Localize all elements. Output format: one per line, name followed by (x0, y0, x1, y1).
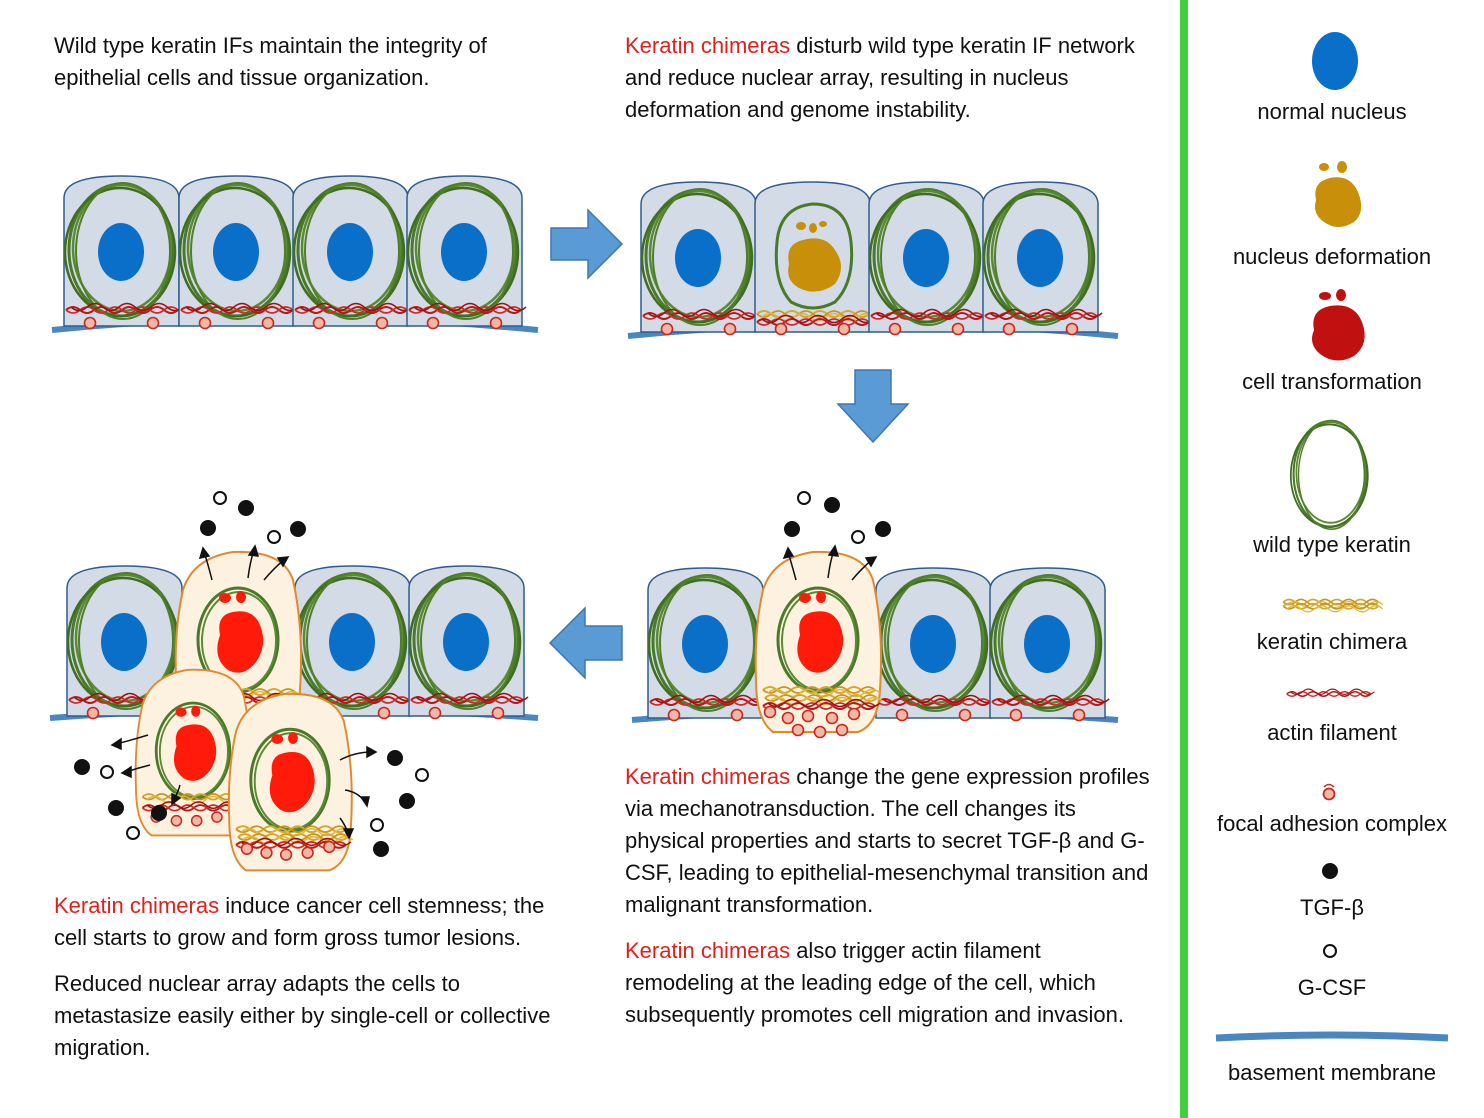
tgf-beta-icon (1322, 863, 1338, 879)
keratin-chimeras-label: Keratin chimeras (625, 33, 791, 58)
panel2-tissue (627, 181, 1119, 339)
arrow-right-icon (550, 208, 624, 280)
focal-adhesion-complex-icon (1322, 783, 1336, 801)
legend-label-focal-adhesion-complex: focal adhesion complex (1217, 811, 1447, 836)
normal-cell (648, 568, 767, 721)
secretion-arrows (782, 544, 878, 581)
legend-divider (1180, 0, 1188, 1118)
arrow-down-icon (836, 369, 910, 444)
g-csf-icon (797, 491, 811, 505)
tgf-beta-icon (151, 805, 167, 821)
arrow-left-icon (548, 606, 623, 680)
normal-cell (990, 568, 1109, 721)
g-csf-icon (100, 765, 114, 779)
panel1-text: Wild type keratin IFs maintain the integ… (54, 33, 487, 90)
tgf-beta-icon (784, 521, 800, 537)
panel3-text: change the gene expression profiles via … (625, 764, 1150, 917)
normal-cell (641, 182, 760, 335)
normal-cell (64, 176, 183, 329)
panel3-caption: Keratin chimeras change the gene express… (625, 761, 1155, 1031)
transformed-cell (754, 550, 883, 739)
legend-label-wild-type-keratin: wild type keratin (1253, 532, 1411, 557)
panel4-text: induce cancer cell stemness; the cell st… (54, 893, 545, 950)
normal-cell (407, 176, 526, 329)
normal-cell (869, 182, 988, 335)
secretion-arrows (110, 544, 378, 840)
legend-label-tgf-beta: TGF-β (1300, 895, 1364, 920)
panel3-tissue (631, 491, 1119, 739)
cell-transformation-icon (1312, 289, 1365, 361)
nucleus-deformation-icon (1315, 161, 1362, 227)
g-csf-icon (851, 530, 865, 544)
keratin-chimeras-label: Keratin chimeras (625, 764, 791, 789)
cytokine-particles (74, 491, 429, 857)
legend-label-keratin-chimera: keratin chimera (1256, 629, 1408, 654)
legend-label-basement-membrane: basement membrane (1228, 1060, 1436, 1085)
g-csf-icon (415, 768, 429, 782)
normal-cell (179, 176, 298, 329)
panel4b-text: Reduced nuclear array adapts the cells t… (54, 971, 551, 1060)
normal-cell (293, 176, 412, 329)
panel1-caption: Wild type keratin IFs maintain the integ… (54, 30, 574, 94)
tgf-beta-icon (373, 841, 389, 857)
tgf-beta-icon (387, 750, 403, 766)
tgf-beta-icon (875, 521, 891, 537)
cytokine-particles (784, 491, 891, 544)
legend-label-nucleus-deformation: nucleus deformation (1232, 244, 1432, 269)
panel1-tissue (51, 176, 539, 333)
normal-cell (983, 182, 1102, 335)
g-csf-icon (267, 530, 281, 544)
keratin-chimera-icon (1282, 598, 1384, 613)
actin-filament-icon (1286, 688, 1376, 697)
legend-label-actin-filament: actin filament (1267, 720, 1397, 745)
keratin-chimeras-label: Keratin chimeras (54, 893, 220, 918)
panel4-tissue (49, 491, 539, 872)
panel2-caption: Keratin chimeras disturb wild type kerat… (625, 30, 1155, 126)
panel2-text: disturb wild type keratin IF network and… (625, 33, 1135, 122)
transformed-cell (227, 692, 354, 872)
normal-nucleus-icon (1312, 32, 1358, 90)
keratin-chimeras-label: Keratin chimeras (625, 938, 791, 963)
tgf-beta-icon (399, 793, 415, 809)
tgf-beta-icon (74, 759, 90, 775)
legend-label-cell-transformation: cell transformation (1242, 369, 1422, 394)
legend (1215, 32, 1449, 1042)
normal-cell (876, 568, 995, 721)
g-csf-icon (370, 818, 384, 832)
legend-label-normal-nucleus: normal nucleus (1257, 99, 1407, 124)
wild-type-keratin-icon (1289, 419, 1370, 531)
panel3b-text: also trigger actin filament remodeling a… (625, 938, 1124, 1027)
tgf-beta-icon (824, 497, 840, 513)
g-csf-icon (126, 826, 140, 840)
panel4-caption: Keratin chimeras induce cancer cell stem… (54, 890, 574, 1064)
basement-membrane-icon (1215, 1031, 1449, 1042)
tgf-beta-icon (290, 521, 306, 537)
normal-cell (409, 566, 528, 719)
g-csf-icon (1323, 944, 1337, 958)
tgf-beta-icon (238, 500, 254, 516)
g-csf-icon (213, 491, 227, 505)
tgf-beta-icon (108, 800, 124, 816)
tgf-beta-icon (200, 520, 216, 536)
deformed-cell (754, 181, 875, 336)
legend-label-g-csf: G-CSF (1297, 975, 1367, 1000)
